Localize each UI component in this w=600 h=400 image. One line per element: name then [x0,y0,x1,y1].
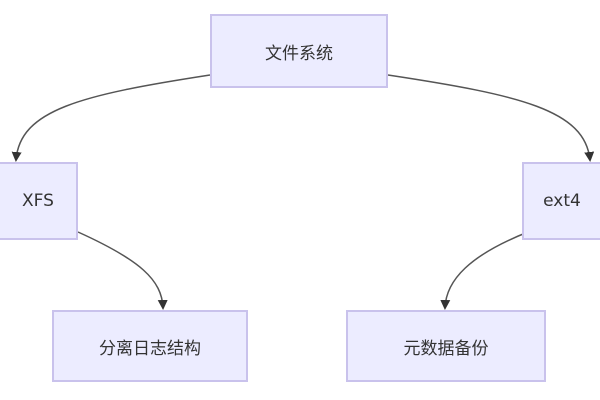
node-label: 文件系统 [265,43,333,64]
node-label: ext4 [543,191,581,211]
node-ext4-child: 元数据备份 [346,310,546,382]
edge-xfs-child [77,231,168,310]
edge-ext4-child [440,231,529,310]
edge-root-xfs [11,74,211,162]
edge-root-ext4 [387,74,595,162]
node-xfs-child: 分离日志结构 [52,310,248,382]
node-ext4: ext4 [522,162,600,240]
node-xfs: XFS [0,162,78,240]
node-root: 文件系统 [210,14,388,88]
node-label: XFS [22,191,54,211]
node-label: 元数据备份 [403,338,489,359]
node-label: 分离日志结构 [99,338,201,359]
